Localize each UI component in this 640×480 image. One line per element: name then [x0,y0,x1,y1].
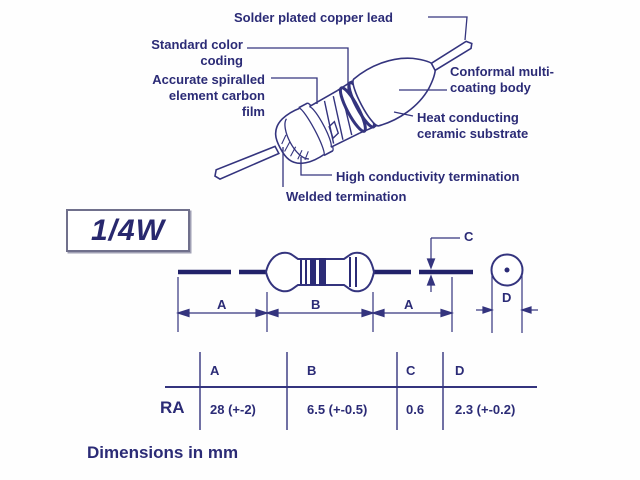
label-heat-conducting-substrate: Heat conducting ceramic substrate [417,110,529,141]
dim-label-a-right: A [404,297,414,312]
label-conformal-coating-body: Conformal multi- coating body [450,64,554,95]
dimension-lines [176,308,454,318]
table-header-a: A [210,363,220,378]
weld-hatching [281,134,309,161]
power-rating-text: 1/4W [90,213,166,247]
dim-label-d: D [502,290,512,305]
label-standard-color-coding: Standard color coding [151,37,243,68]
dim-label-b: B [311,297,321,312]
table-value-a: 28 (+-2) [210,402,256,417]
dim-label-c: C [464,229,474,244]
table-header-d: D [455,363,465,378]
footer-note: Dimensions in mm [87,443,239,462]
callout-lines [247,16,468,187]
c-dimension [426,237,460,292]
d-extension-lines [491,271,523,333]
table-header-b: B [307,363,317,378]
table-value-c: 0.6 [406,402,425,417]
d-dimension-arrows [476,306,538,314]
table-header-c: C [406,363,416,378]
table-row-label: RA [160,398,185,417]
table-value-d: 2.3 (+-0.2) [455,402,516,417]
resistor-3d-drawing [214,40,473,180]
side-view-drawing [176,237,473,332]
solder-lead [430,40,473,72]
dim-label-a-left: A [217,297,227,312]
welded-lead [214,145,280,180]
power-rating-box: 1/4W [66,209,190,252]
table-value-b: 6.5 (+-0.5) [307,402,368,417]
spiral-grooves [323,92,353,144]
label-high-conductivity-termination: High conductivity termination [336,169,520,184]
label-solder-plated-lead: Solder plated copper lead [234,10,393,25]
extension-lines [177,277,453,332]
label-accurate-spiralled-film: Accurate spiralled element carbon film [152,72,265,119]
side-view-bands [300,257,357,287]
label-welded-termination: Welded termination [286,189,407,204]
table-grid [165,352,537,430]
end-view-drawing [476,253,538,333]
